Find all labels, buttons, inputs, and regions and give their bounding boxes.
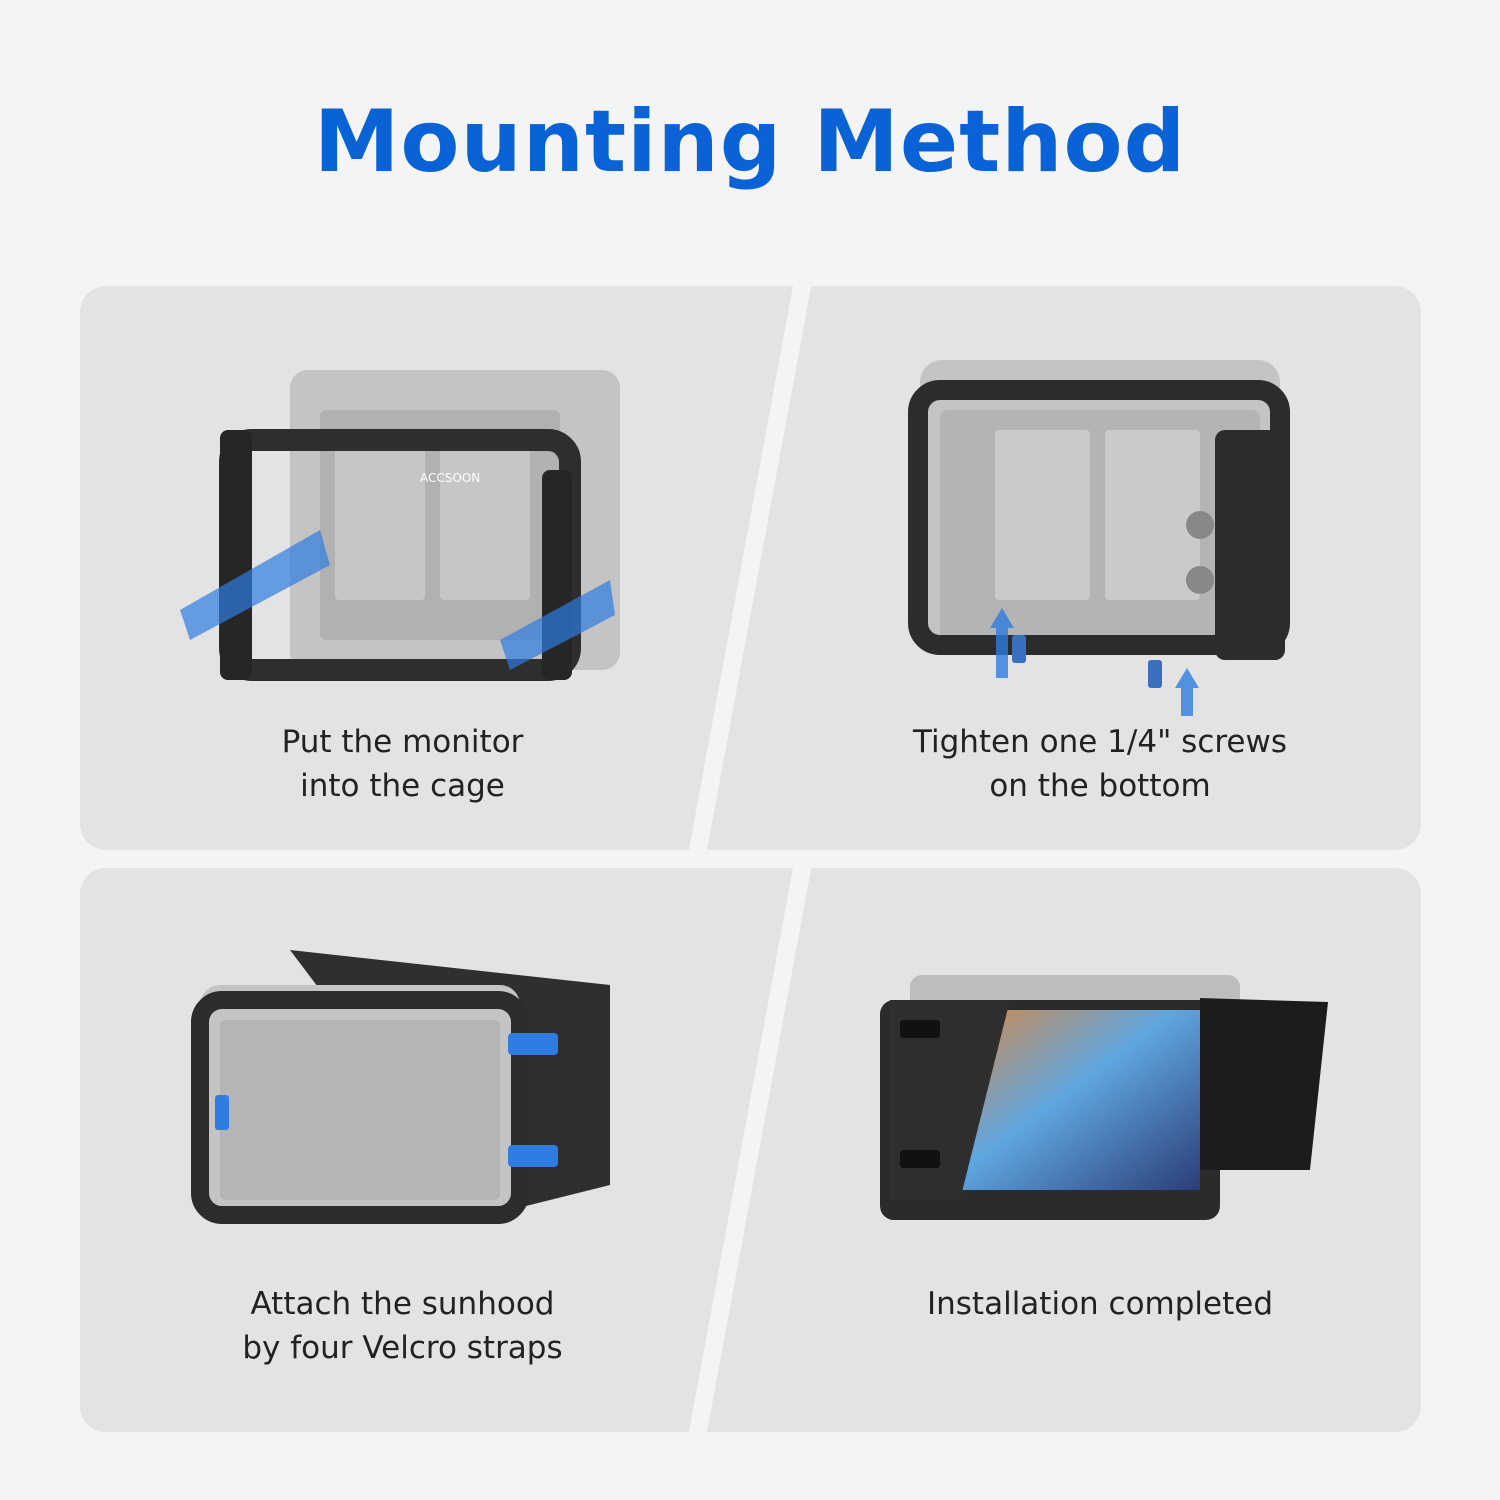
page-title: Mounting Method — [313, 92, 1187, 192]
step-caption-2: Tighten one 1/4" screws on the bottom — [912, 724, 1288, 804]
step-caption-1: Put the monitor into the cage — [281, 724, 524, 804]
step-caption-4: Installation completed — [926, 1286, 1274, 1322]
step-caption-3: Attach the sunhood by four Velcro straps — [242, 1286, 563, 1366]
tighten-screws-illustration — [908, 360, 1290, 716]
brand-logo-text: ACCSOON — [420, 471, 480, 485]
installation-complete-illustration — [880, 975, 1328, 1220]
monitor-cage-insert-illustration: ACCSOON — [180, 370, 620, 681]
attach-sunhood-illustration — [191, 950, 610, 1224]
